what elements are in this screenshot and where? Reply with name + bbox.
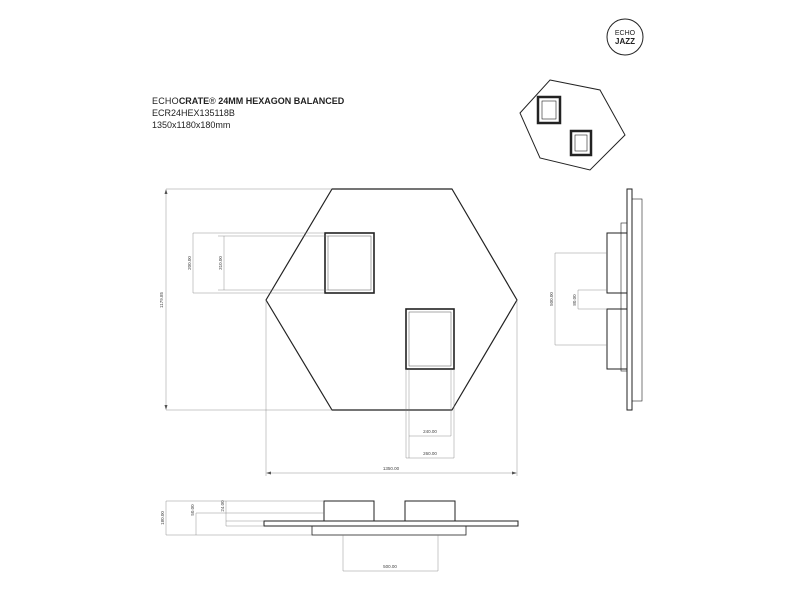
crate-box-top: [324, 232, 375, 294]
dim-width-total: 1350.00: [383, 466, 400, 471]
logo-line1: ECHO: [615, 30, 636, 37]
product-code: ECR24HEX135118B: [152, 108, 235, 118]
dim-height-total: 1179.85: [159, 292, 164, 308]
front-view: 1179.85 200.00 310.00 240.00 260.00 1350…: [159, 188, 518, 476]
dim-box-outer-w: 260.00: [423, 451, 437, 456]
iso-preview: [519, 79, 626, 171]
dim-side-spacing: 500.00: [549, 292, 554, 306]
logo-line2: JAZZ: [615, 37, 635, 46]
dim-bottom-panel: 24.00: [220, 500, 225, 512]
bottom-view: 180.00 50.00 24.00 500.00: [160, 500, 519, 572]
dim-box-inner-w: 240.00: [423, 429, 437, 434]
brand-bold: CRATE: [178, 96, 210, 106]
brand-light: ECHO: [152, 96, 179, 106]
registered-mark: ®: [209, 96, 216, 106]
side-view: 500.00 80.00: [549, 188, 643, 411]
dim-bottom-total: 180.00: [160, 511, 165, 525]
dim-box-outer-h: 310.00: [218, 256, 223, 270]
product-size: 1350x1180x180mm: [152, 120, 231, 130]
product-name: ECHOCRATE® 24MM HEXAGON BALANCED: [152, 95, 344, 107]
dim-side-gap: 80.00: [572, 294, 577, 306]
echojazz-logo: ECHO JAZZ: [606, 18, 644, 56]
dim-bottom-spacing: 500.00: [383, 564, 397, 569]
dim-bottom-box: 50.00: [190, 504, 195, 516]
product-title: 24MM HEXAGON BALANCED: [215, 96, 345, 106]
title-block: ECHOCRATE® 24MM HEXAGON BALANCED ECR24HE…: [152, 95, 344, 131]
dim-box-inner-h: 200.00: [187, 256, 192, 270]
crate-box-bottom: [405, 308, 455, 370]
